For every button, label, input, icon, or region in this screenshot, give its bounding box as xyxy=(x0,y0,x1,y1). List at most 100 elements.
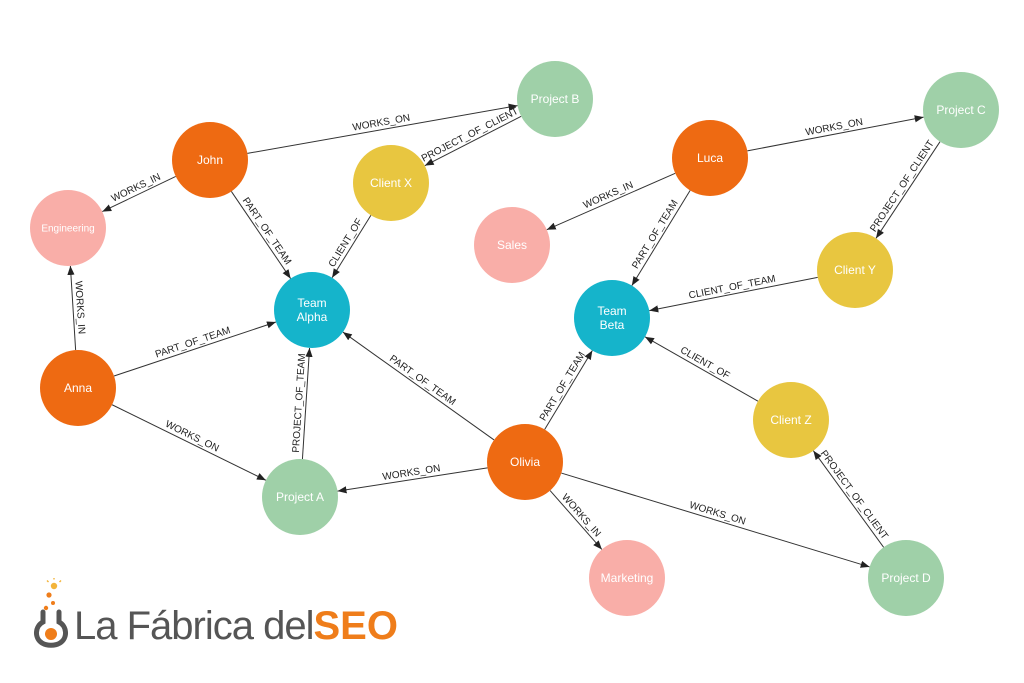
node-john[interactable]: John xyxy=(172,122,248,198)
edge-projectb-clientx: PROJECT_OF_CLIENT xyxy=(420,106,522,167)
edge-clientx-teamalpha: CLIENT_OF xyxy=(327,215,372,278)
edge-john-teamalpha: PART_OF_TEAM xyxy=(230,191,293,279)
edge-line xyxy=(247,103,518,154)
edge-line xyxy=(67,265,77,351)
node-projectc[interactable]: Project C xyxy=(923,72,999,148)
node-label-clientx: Client X xyxy=(370,176,412,190)
node-circle[interactable] xyxy=(753,382,829,458)
node-luca[interactable]: Luca xyxy=(672,120,748,196)
node-label-anna: Anna xyxy=(64,381,92,395)
brand-name-text: La Fábrica del xyxy=(74,604,314,648)
edge-label-works-in: WORKS_IN xyxy=(559,492,602,539)
node-circle[interactable] xyxy=(589,540,665,616)
edge-line xyxy=(812,450,885,548)
node-circle[interactable] xyxy=(30,190,106,266)
edge-label-works-in: WORKS_IN xyxy=(110,172,163,205)
edge-line xyxy=(331,215,372,278)
edge-label-project-of-client: PROJECT_OF_CLIENT xyxy=(868,139,936,234)
node-label-projectd: Project D xyxy=(881,571,931,585)
edge-line xyxy=(561,472,870,568)
edge-line xyxy=(342,331,495,441)
edge-label-works-on: WORKS_ON xyxy=(352,113,411,134)
edge-line xyxy=(546,172,676,231)
node-label-projecta: Project A xyxy=(276,490,324,504)
edge-john-engineering: WORKS_IN xyxy=(102,172,176,213)
edge-label-client-of: CLIENT_OF xyxy=(678,345,731,382)
node-engineering[interactable]: Engineering xyxy=(30,190,106,266)
edge-label-part-of-team: PART_OF_TEAM xyxy=(240,196,293,267)
node-circle[interactable] xyxy=(474,207,550,283)
node-circle[interactable] xyxy=(487,424,563,500)
node-clientx[interactable]: Client X xyxy=(353,145,429,221)
node-clientz[interactable]: Client Z xyxy=(753,382,829,458)
edge-line xyxy=(549,490,603,550)
edge-label-works-in: WORKS_IN xyxy=(582,180,635,212)
edge-clienty-teambeta: CLIENT_OF_TEAM xyxy=(649,274,818,313)
edge-line xyxy=(644,336,759,402)
edge-olivia-projecta: WORKS_ON xyxy=(337,463,488,494)
node-label-engineering: Engineering xyxy=(41,224,94,235)
node-label-projectc: Project C xyxy=(936,103,986,117)
brand-logo: La Fábrica delSEO xyxy=(30,578,398,648)
edge-projecta-teamalpha: PROJECT_OF_TEAM xyxy=(291,347,313,460)
edge-label-works-in: WORKS_IN xyxy=(72,281,86,335)
edge-line xyxy=(230,191,292,279)
node-marketing[interactable]: Marketing xyxy=(589,540,665,616)
edge-olivia-teambeta: PART_OF_TEAM xyxy=(538,350,593,430)
node-circle[interactable] xyxy=(923,72,999,148)
node-label-sales: Sales xyxy=(497,238,527,252)
edge-line xyxy=(301,347,313,460)
node-circle[interactable] xyxy=(172,122,248,198)
node-label-luca: Luca xyxy=(697,151,723,165)
node-circle[interactable] xyxy=(274,272,350,348)
node-olivia[interactable]: Olivia xyxy=(487,424,563,500)
edge-luca-projectc: WORKS_ON xyxy=(747,115,924,152)
node-label-clienty: Client Y xyxy=(834,263,876,277)
flask-lightbulb-icon xyxy=(34,578,68,648)
node-projectd[interactable]: Project D xyxy=(868,540,944,616)
node-sales[interactable]: Sales xyxy=(474,207,550,283)
edge-label-part-of-team: PART_OF_TEAM xyxy=(630,198,680,271)
node-anna[interactable]: Anna xyxy=(40,350,116,426)
node-circle[interactable] xyxy=(868,540,944,616)
node-circle[interactable] xyxy=(672,120,748,196)
node-projecta[interactable]: Project A xyxy=(262,459,338,535)
edge-projectd-clientz: PROJECT_OF_CLIENT xyxy=(812,449,890,548)
brand-seo-text: SEO xyxy=(313,604,398,648)
edge-label-client-of: CLIENT_OF xyxy=(327,217,365,270)
node-circle[interactable] xyxy=(262,459,338,535)
edge-anna-projecta: WORKS_ON xyxy=(111,404,267,481)
edge-luca-sales: WORKS_IN xyxy=(546,172,676,231)
edge-label-part-of-team: PART_OF_TEAM xyxy=(538,350,588,423)
node-circle[interactable] xyxy=(517,61,593,137)
node-projectb[interactable]: Project B xyxy=(517,61,593,137)
node-label-clientz: Client Z xyxy=(770,413,811,427)
edge-line xyxy=(747,115,924,152)
brand-wordmark: La Fábrica delSEO xyxy=(74,606,398,648)
node-circle[interactable] xyxy=(817,232,893,308)
edge-line xyxy=(631,190,691,286)
node-clienty[interactable]: Client Y xyxy=(817,232,893,308)
node-circle[interactable] xyxy=(40,350,116,426)
edge-olivia-marketing: WORKS_IN xyxy=(549,490,603,550)
edge-luca-teambeta: PART_OF_TEAM xyxy=(630,190,691,286)
edge-line xyxy=(113,321,277,377)
edge-line xyxy=(337,467,488,494)
edge-label-project-of-client: PROJECT_OF_CLIENT xyxy=(818,449,890,542)
edge-line xyxy=(111,404,267,481)
edge-projectc-clienty: PROJECT_OF_CLIENT xyxy=(868,139,941,239)
node-circle[interactable] xyxy=(574,280,650,356)
edge-label-part-of-team: PART_OF_TEAM xyxy=(154,325,232,360)
edge-line xyxy=(544,350,593,430)
edge-label-works-on: WORKS_ON xyxy=(805,117,864,139)
edge-clientz-teambeta: CLIENT_OF xyxy=(644,336,759,402)
node-label-projectb: Project B xyxy=(531,92,580,106)
edge-anna-teamalpha: PART_OF_TEAM xyxy=(113,321,277,377)
node-circle[interactable] xyxy=(353,145,429,221)
